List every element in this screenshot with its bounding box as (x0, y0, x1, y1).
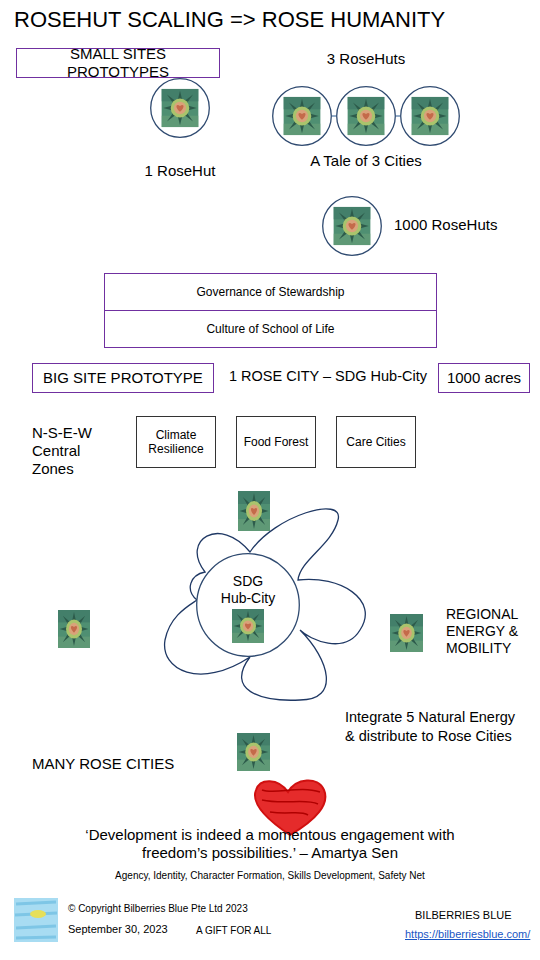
diagram-title: ROSEHUT SCALING => ROSE HUMANITY (14, 7, 445, 33)
prototype-box: BIG SITE PROTOTYPE (32, 363, 214, 393)
box-text: 1000 acres (447, 369, 521, 387)
note-label: BILBERRIES BLUE (415, 909, 512, 922)
circle-shape (323, 197, 382, 256)
hub-circle: SDG Hub-City (196, 553, 300, 657)
circle-label: 1 RoseHut (130, 162, 230, 180)
note-label: MANY ROSE CITIES (32, 755, 174, 773)
note-label: © Copyright Bilberries Blue Pte Ltd 2023 (68, 903, 248, 915)
logo-sun (30, 910, 46, 918)
rosehut-circle (272, 86, 332, 146)
note-label: 1 ROSE CITY – SDG Hub-City (229, 368, 427, 385)
band-box: Culture of School of Life (104, 310, 437, 348)
rose-image (237, 733, 270, 771)
rosehut-circle: 3 RoseHutsA Tale of 3 Cities (336, 86, 396, 146)
circle-label: SDG Hub-City (218, 573, 278, 607)
rose-image (283, 97, 320, 135)
zone-box: Food Forest (236, 416, 316, 468)
box-text: BIG SITE PROTOTYPE (43, 369, 203, 387)
rose-image (161, 89, 198, 127)
note-label: A GIFT FOR ALL (196, 925, 271, 937)
connector-line (332, 116, 336, 117)
note-label: REGIONAL ENERGY & MOBILITY (446, 606, 540, 656)
logo-square (14, 898, 58, 942)
note-label: ‘Development is indeed a momentous engag… (70, 826, 470, 862)
rose-image (333, 207, 370, 245)
circle-label: A Tale of 3 Cities (281, 152, 451, 170)
rosehut-circle: 1000 RoseHuts (322, 196, 382, 256)
rose-image (347, 97, 384, 135)
box-text: Culture of School of Life (206, 322, 334, 336)
rose-image (238, 491, 270, 531)
box-text: Climate Resilience (141, 428, 211, 457)
box-text: Care Cities (346, 435, 405, 449)
connector-stroke (332, 115, 336, 117)
connector-line (396, 116, 400, 117)
circle-shape (273, 87, 332, 146)
circle-label: 1000 RoseHuts (394, 216, 524, 234)
circle-label: 3 RoseHuts (311, 50, 421, 68)
rose-image (232, 609, 264, 643)
heart-scribble (262, 789, 320, 815)
circle-shape (197, 554, 300, 657)
rose-image (390, 614, 423, 652)
flower-outline (165, 509, 366, 700)
circle-outline (336, 86, 396, 146)
band-box: Governance of Stewardship (104, 273, 437, 311)
circle-shape (337, 87, 396, 146)
box-text: Governance of Stewardship (196, 285, 344, 299)
circle-outline (400, 86, 460, 146)
rose-image (411, 97, 448, 135)
prototype-box: SMALL SITES PROTOTYPES (16, 48, 220, 78)
note-label: Agency, Identity, Character Formation, S… (30, 870, 510, 882)
circle-outline (322, 196, 382, 256)
web-link: https://bilberriesblue.com/ (405, 928, 530, 941)
rosehut-circle: 1 RoseHut (150, 78, 210, 138)
zone-box: Climate Resilience (136, 416, 216, 468)
note-label: Integrate 5 Natural Energy & distribute … (345, 708, 525, 746)
circle-outline (272, 86, 332, 146)
box-text: SMALL SITES PROTOTYPES (21, 45, 215, 81)
circle-shape (401, 87, 460, 146)
circle-outline (150, 78, 210, 138)
logo-scribble (15, 902, 57, 938)
circle-shape (151, 79, 210, 138)
note-label: N-S-E-W Central Zones (32, 424, 106, 478)
box-text: Food Forest (244, 435, 309, 449)
rose-image (58, 610, 90, 648)
rosehut-circle (400, 86, 460, 146)
zone-box: Care Cities (336, 416, 416, 468)
connector-stroke (396, 115, 400, 117)
note-label: September 30, 2023 (68, 923, 168, 936)
area-box: 1000 acres (438, 363, 530, 393)
